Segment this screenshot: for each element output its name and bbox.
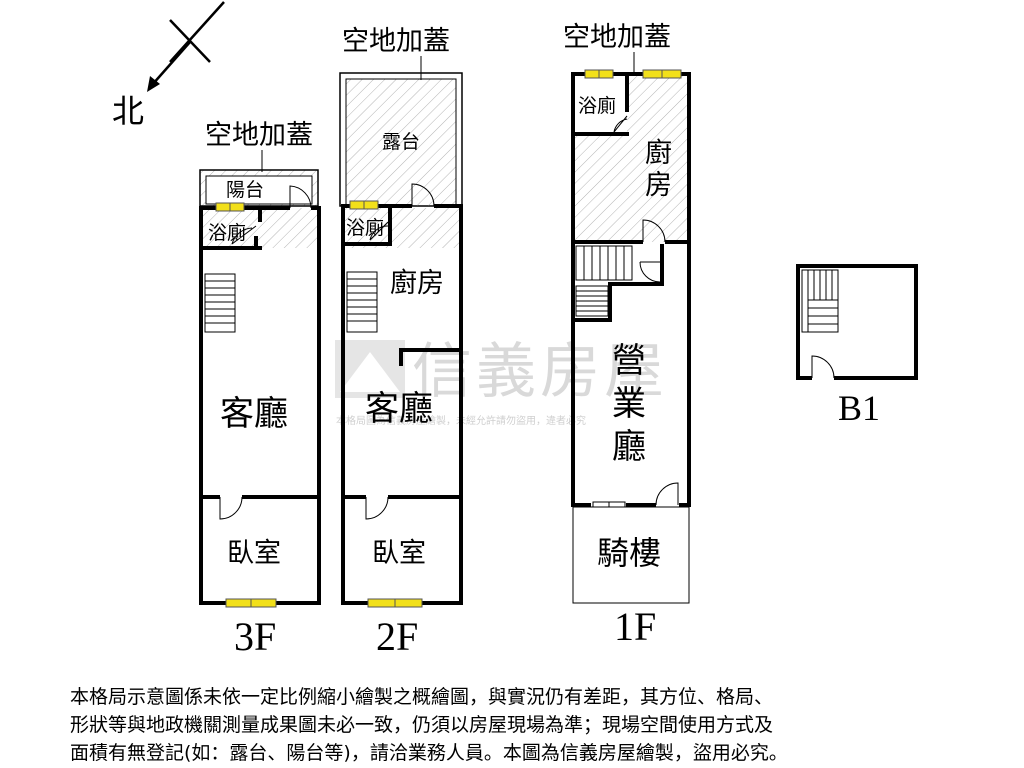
- north-arrow-icon: [147, 76, 160, 92]
- room-label-bath: 浴廁: [578, 94, 616, 117]
- room-label-bath: 浴廁: [208, 221, 246, 244]
- door-icon: [411, 183, 435, 207]
- hatched-extension-2f: [344, 208, 460, 248]
- room-label-arcade: 騎樓: [597, 534, 661, 572]
- north-label: 北: [112, 92, 144, 130]
- room-label-shop-1: 營: [612, 341, 646, 381]
- door-icon: [639, 261, 661, 283]
- room-label-shop-3: 廳: [612, 427, 646, 467]
- stairs-icon: [801, 269, 839, 333]
- room-label-living: 客廳: [365, 389, 433, 429]
- door-icon: [369, 221, 389, 241]
- floor-2f: 空地加蓋 露台 浴廁 廚房 客廳 臥室 2F: [339, 26, 463, 659]
- room-label-kitchen: 廚房: [390, 268, 444, 299]
- room-label-extension: 空地加蓋: [342, 26, 450, 57]
- floor-1f: 空地加蓋 浴廁 廚 房 營 業 廳 騎樓 1F: [563, 22, 691, 649]
- room-label-bedroom: 臥室: [227, 538, 281, 569]
- disclaimer-line: 面積有無登記(如：露台、陽台等)，請洽業務人員。本圖為信義房屋繪製，盜用必究。: [70, 742, 788, 764]
- floor-label-3f: 3F: [234, 614, 276, 659]
- floor-plan-diagram: 信義房屋 本格局圖為信義房屋繪製，未經允許請勿盜用，違者必究 北: [112, 1, 918, 659]
- room-label-extension: 空地加蓋: [205, 120, 313, 151]
- door-icon: [289, 185, 312, 209]
- floor-label-1f: 1F: [614, 604, 656, 649]
- stairs-icon: [346, 271, 378, 333]
- disclaimer-line: 形狀等與地政機關測量成果圖未必一致，仍須以房屋現場為準；現場空間使用方式及: [70, 714, 774, 736]
- sliding-door-icon: [592, 501, 626, 508]
- room-label-balcony: 陽台: [226, 179, 264, 201]
- floor-b1: B1: [796, 264, 918, 428]
- door-icon: [613, 115, 628, 133]
- disclaimer-note: 本格局示意圖係未依一定比例縮小繪製之概繪圖，與實況仍有差距，其方位、格局、 形狀…: [70, 683, 970, 767]
- room-label-bedroom: 臥室: [372, 538, 426, 569]
- room-label-extension: 空地加蓋: [563, 22, 671, 53]
- room-label-bath: 浴廁: [346, 216, 384, 239]
- door-icon: [642, 219, 666, 243]
- door-icon: [655, 482, 679, 506]
- door-icon: [365, 496, 389, 520]
- stairs-icon: [204, 273, 236, 333]
- watermark-logo-icon: [335, 340, 405, 398]
- room-label-shop-2: 業: [612, 384, 646, 424]
- room-label-terrace: 露台: [382, 131, 420, 153]
- stairs-icon: [575, 245, 633, 317]
- door-icon: [231, 225, 257, 245]
- room-label-living: 客廳: [220, 394, 288, 434]
- door-icon: [219, 496, 243, 520]
- room-label-kitchen-2: 房: [645, 170, 672, 201]
- compass: 北: [112, 1, 225, 130]
- floor-label-2f: 2F: [376, 614, 418, 659]
- disclaimer-line: 本格局示意圖係未依一定比例縮小繪製之概繪圖，與實況仍有差距，其方位、格局、: [70, 686, 774, 708]
- room-label-kitchen-1: 廚: [645, 138, 672, 169]
- floor-3f: 空地加蓋 陽台 浴廁 客廳 臥室 3F: [199, 120, 321, 659]
- floor-label-b1: B1: [838, 388, 880, 428]
- door-icon: [811, 355, 835, 379]
- arcade-area: [572, 506, 690, 604]
